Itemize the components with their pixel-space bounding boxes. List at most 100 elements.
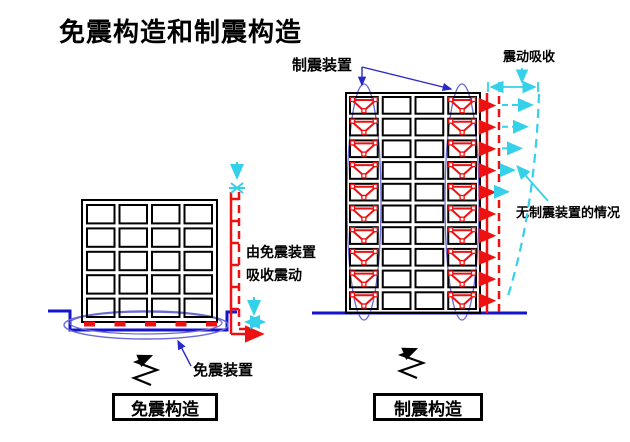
building-cell xyxy=(381,291,412,310)
damper-brace-icon xyxy=(448,205,477,222)
no-damper-case-label: 无制震装置的情况 xyxy=(516,205,621,220)
damper-pin xyxy=(349,227,356,233)
damper-brace-icon xyxy=(448,140,477,157)
damper-brace-icon xyxy=(349,270,378,287)
building-cell xyxy=(183,227,213,248)
building-cell xyxy=(349,139,379,159)
building-cell xyxy=(349,269,379,289)
building-cell xyxy=(414,226,445,245)
damper-brace-icon xyxy=(448,270,477,287)
damper-pin xyxy=(470,96,477,103)
damper-label-pointer-arrows xyxy=(357,66,453,92)
building-cell xyxy=(118,297,148,319)
vibration-absorb-label: 震动吸收 xyxy=(503,49,556,64)
damper-brace-icon xyxy=(349,292,378,309)
damper-pin xyxy=(448,140,454,146)
damper-pin xyxy=(349,183,356,189)
building-cell xyxy=(86,250,116,272)
building-cell xyxy=(183,274,213,295)
damper-pin xyxy=(349,248,356,255)
damper-pin xyxy=(372,205,378,211)
isolation-device-label: 免震装置 xyxy=(193,362,254,379)
damper-pin xyxy=(448,270,454,276)
building-cell xyxy=(381,96,412,115)
building-cell xyxy=(381,117,412,137)
building-outline xyxy=(81,199,218,323)
damper-brace-icon xyxy=(448,292,477,309)
damper-pin xyxy=(448,183,454,189)
building-cell xyxy=(349,182,379,202)
building-cell xyxy=(151,250,181,272)
damper-brace-icon xyxy=(448,96,477,114)
damper-brace-icon xyxy=(448,118,477,136)
damper-pin xyxy=(372,292,378,298)
building-cell xyxy=(86,204,116,225)
right-caption-box: 制震构造 xyxy=(373,393,483,421)
damper-pin xyxy=(361,194,367,201)
building-cell xyxy=(349,226,379,245)
damper-pin xyxy=(470,140,477,146)
building-cell xyxy=(447,139,477,159)
damper-brace-icon xyxy=(448,161,477,179)
damper-pin xyxy=(361,151,367,157)
building-cell xyxy=(414,204,445,224)
damper-brace-icon xyxy=(349,248,378,266)
damper-brace-icon xyxy=(349,96,378,114)
damper-pin xyxy=(459,303,465,309)
building-cell xyxy=(151,274,181,295)
isolation-bearing-icon xyxy=(175,321,187,327)
damper-pin xyxy=(459,216,465,222)
building-cell xyxy=(447,226,477,245)
building-cell xyxy=(86,274,116,295)
building-cell xyxy=(447,117,477,137)
no-damper-pointer-arrow xyxy=(516,164,549,202)
damper-pin xyxy=(361,259,367,266)
building-cell xyxy=(349,204,379,224)
isolation-devices xyxy=(84,321,217,327)
damper-pin xyxy=(372,248,378,255)
damper-pin xyxy=(361,129,367,136)
damped-motion-arrows xyxy=(478,97,497,309)
damper-pin xyxy=(361,238,367,244)
damper-pin xyxy=(470,183,477,189)
damper-pin xyxy=(349,205,356,211)
building-cell xyxy=(183,204,213,225)
damper-pin xyxy=(361,281,367,287)
undamped-motion-arrows xyxy=(494,98,534,199)
damper-pin xyxy=(372,270,378,276)
damper-device-label: 制震装置 xyxy=(292,57,353,74)
building-cell xyxy=(381,182,412,202)
building-cell xyxy=(414,269,445,289)
damper-pin xyxy=(372,96,378,103)
isolation-bearing-icon xyxy=(145,321,156,327)
damper-pin xyxy=(459,173,465,179)
damper-pin xyxy=(349,118,356,124)
quake-zigzag-left-icon xyxy=(130,354,161,387)
damper-pin xyxy=(470,227,477,233)
damper-brace-icon xyxy=(349,118,378,136)
quake-zigzag-right-icon xyxy=(396,347,427,380)
building-cell xyxy=(414,117,445,137)
left-building xyxy=(81,199,218,323)
damper-pin xyxy=(459,129,465,136)
damper-pin xyxy=(349,161,356,168)
damper-pin xyxy=(361,303,367,309)
building-cell xyxy=(151,227,181,248)
building-cell xyxy=(86,227,116,248)
damper-pin xyxy=(459,259,465,266)
building-cell xyxy=(349,96,379,115)
isolation-absorb-label-line2: 吸收震动 xyxy=(246,267,302,283)
building-cell xyxy=(118,274,148,295)
damper-pin xyxy=(349,96,356,103)
damper-pin xyxy=(459,194,465,201)
damper-pin xyxy=(372,183,378,189)
damper-brace-icon xyxy=(448,248,477,266)
damper-brace-icon xyxy=(448,183,477,201)
building-cell xyxy=(118,250,148,272)
building-cell xyxy=(381,204,412,224)
building-cell xyxy=(349,161,379,180)
damper-brace-icon xyxy=(349,205,378,222)
damper-pin xyxy=(361,108,367,114)
